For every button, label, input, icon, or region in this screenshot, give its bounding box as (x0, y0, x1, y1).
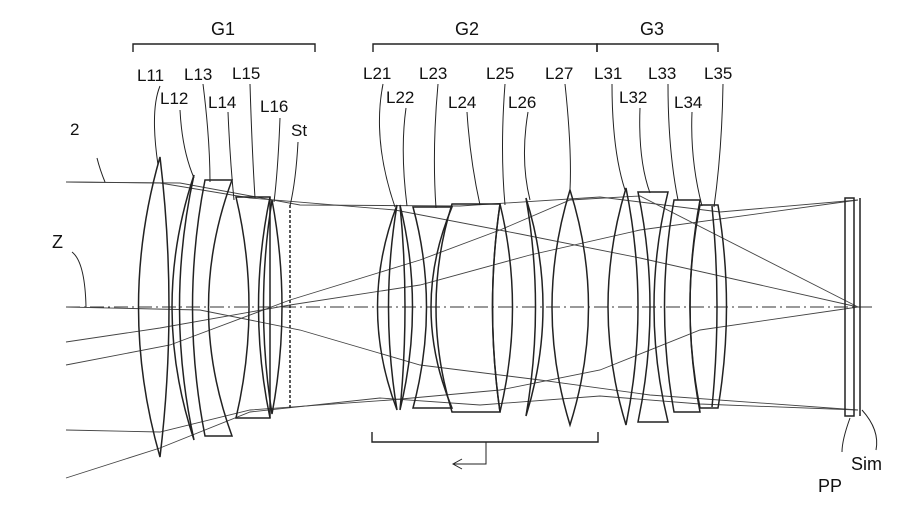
label-l32: L32 (619, 88, 647, 107)
lens-l32 (637, 191, 669, 423)
optical-member-pp (844, 197, 855, 417)
lens-l24 (435, 203, 501, 413)
lens-l25 (491, 203, 514, 413)
lens-l31 (607, 187, 639, 426)
label-st: St (291, 121, 307, 140)
label-sim: Sim (851, 454, 882, 474)
lens-l22 (399, 204, 414, 411)
label-l22: L22 (386, 88, 414, 107)
lens-l12 (171, 174, 195, 441)
lens-l35 (711, 205, 718, 408)
label-l34: L34 (674, 93, 702, 112)
label-l13: L13 (184, 65, 212, 84)
label-l23: L23 (419, 64, 447, 83)
g2-movement-arrow (453, 442, 487, 465)
label-l21: L21 (363, 64, 391, 83)
arrow-head (451, 458, 463, 470)
label-axis-z: Z (52, 232, 63, 252)
g2-movement-bracket (371, 432, 599, 443)
label-l16: L16 (260, 97, 288, 116)
group-label-g3: G3 (640, 19, 664, 39)
lens-l26 (525, 197, 544, 417)
lens-l13 (191, 179, 234, 437)
label-l24: L24 (448, 93, 476, 112)
lens-l34 (689, 204, 728, 409)
brace-g1 (132, 43, 316, 52)
label-l27: L27 (545, 64, 573, 83)
label-l33: L33 (648, 64, 676, 83)
lens-l21 (376, 204, 398, 411)
label-l31: L31 (594, 64, 622, 83)
label-l11: L11 (137, 66, 164, 85)
lens-l15 (257, 196, 271, 419)
label-ref-2: 2 (70, 120, 79, 139)
group-label-g1: G1 (211, 19, 235, 39)
lens-l23 (412, 206, 454, 409)
lens-l14 (235, 196, 271, 419)
label-pp: PP (818, 476, 842, 496)
leader-lines (71, 83, 878, 453)
label-l12: L12 (160, 89, 188, 108)
lens-l27 (551, 187, 590, 428)
lens-l11 (137, 156, 170, 458)
label-l25: L25 (486, 64, 514, 83)
label-l26: L26 (508, 93, 536, 112)
group-label-g2: G2 (455, 19, 479, 39)
label-l35: L35 (704, 64, 732, 83)
label-l14: L14 (208, 93, 236, 112)
label-l15: L15 (232, 64, 260, 83)
lens-l16 (262, 199, 283, 415)
brace-g3 (596, 43, 719, 52)
brace-g2 (372, 43, 598, 52)
